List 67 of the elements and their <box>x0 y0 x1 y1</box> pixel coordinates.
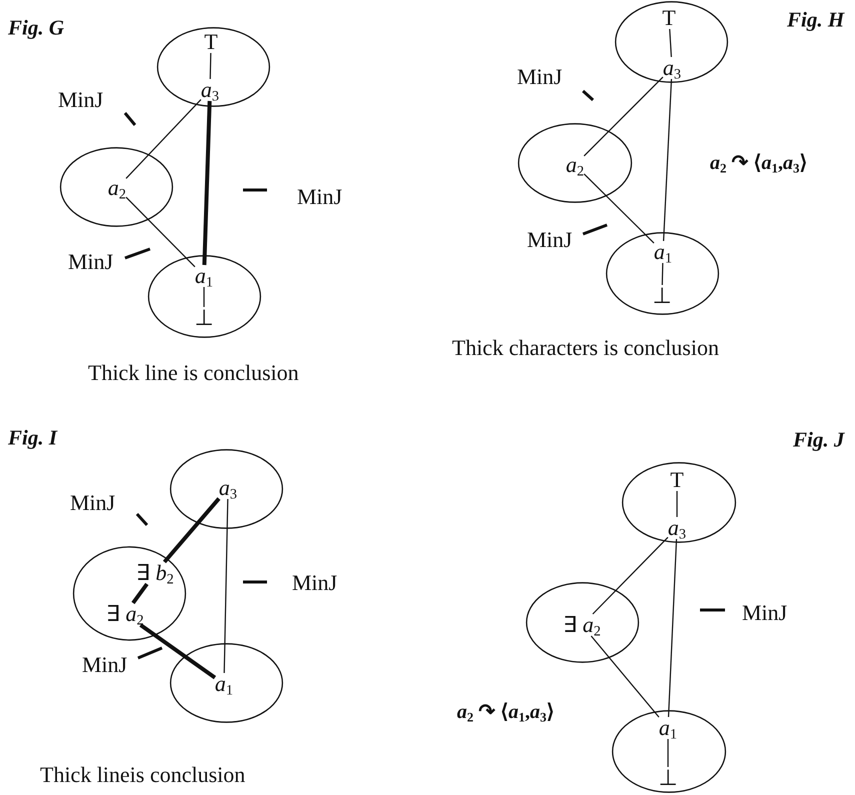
ellipse-node <box>157 27 270 107</box>
connector-line <box>667 739 669 767</box>
term-label: T <box>670 469 684 491</box>
term-label: a$_{2}$ <box>108 177 126 199</box>
edge-label: MinJ <box>68 250 114 274</box>
relation-note: a$_{2}$ ↷ ⟨a$_{1}$,a$_{3}$⟩ <box>710 152 808 174</box>
connector-line <box>662 262 664 286</box>
term-label: a$_{1}$ <box>658 717 678 739</box>
edge-label: MinJ <box>292 570 338 596</box>
ellipse-node <box>526 582 639 663</box>
ellipse-node <box>60 147 173 227</box>
connector-line <box>584 174 654 244</box>
figure-label: Fig. I <box>8 426 58 450</box>
connector-line <box>126 196 196 268</box>
term-label: a$_{1}$ <box>654 241 672 263</box>
term-label: ⊥ <box>652 285 672 307</box>
ellipse-node <box>612 710 726 793</box>
term-label: a$_{3}$ <box>218 477 238 499</box>
term-label: ∃ a$_{2}$ <box>563 614 601 636</box>
relation-note: a$_{2}$ ↷ ⟨a$_{1}$,a$_{3}$⟩ <box>457 701 554 723</box>
edge-label: MinJ <box>517 64 562 90</box>
connector-line <box>210 52 212 80</box>
term-label: a$_{2}$ <box>566 154 584 176</box>
term-label: a$_{3}$ <box>662 57 682 79</box>
thick-line <box>202 100 212 266</box>
term-label: a$_{3}$ <box>668 517 686 539</box>
connector-line <box>224 498 228 674</box>
figure-label: Fig. G <box>8 16 64 40</box>
thick-line <box>131 582 149 604</box>
connector-line <box>203 287 205 307</box>
ellipse-node <box>170 449 283 529</box>
connector-line <box>592 536 668 614</box>
ellipse-node <box>73 546 186 641</box>
ellipse-node <box>606 232 719 315</box>
ellipse-node <box>518 123 632 203</box>
edge-label: MinJ <box>527 228 572 252</box>
ellipse-node <box>622 462 736 543</box>
connector-line <box>669 28 672 58</box>
edge-label: MinJ <box>70 490 116 516</box>
term-label: ∃ b$_{2}$ <box>136 562 174 584</box>
edge-label: MinJ <box>742 600 788 626</box>
term-label: a$_{1}$ <box>214 673 234 695</box>
connector-line <box>584 76 664 156</box>
connector-line <box>662 78 672 242</box>
term-label: ⊥ <box>194 307 214 329</box>
figure-caption: Thick lineis conclusion <box>40 762 246 788</box>
thick-line <box>162 497 220 564</box>
connector-line <box>126 99 202 179</box>
ellipse-node <box>615 1 728 83</box>
term-label: T <box>204 31 218 53</box>
figure-label: Fig. J <box>793 428 844 452</box>
term-label: a$_{1}$ <box>194 265 214 287</box>
term-label: ∃ a$_{2}$ <box>106 603 144 625</box>
figure-label: Fig. H <box>787 8 844 32</box>
connector-line <box>590 636 660 718</box>
figure-caption: Thick characters is conclusion <box>452 336 719 360</box>
edge-label: MinJ <box>58 88 104 112</box>
ellipse-node <box>170 643 283 723</box>
ellipse-node <box>148 255 261 338</box>
figure-caption: Thick line is conclusion <box>88 360 299 386</box>
term-label: ⊥ <box>658 767 678 789</box>
edge-label: MinJ <box>297 184 342 210</box>
term-label: T <box>662 7 676 29</box>
edge-label: MinJ <box>82 652 128 678</box>
connector-line <box>668 538 678 718</box>
term-label: a$_{3}$ <box>200 79 220 101</box>
connector-line <box>676 491 678 517</box>
